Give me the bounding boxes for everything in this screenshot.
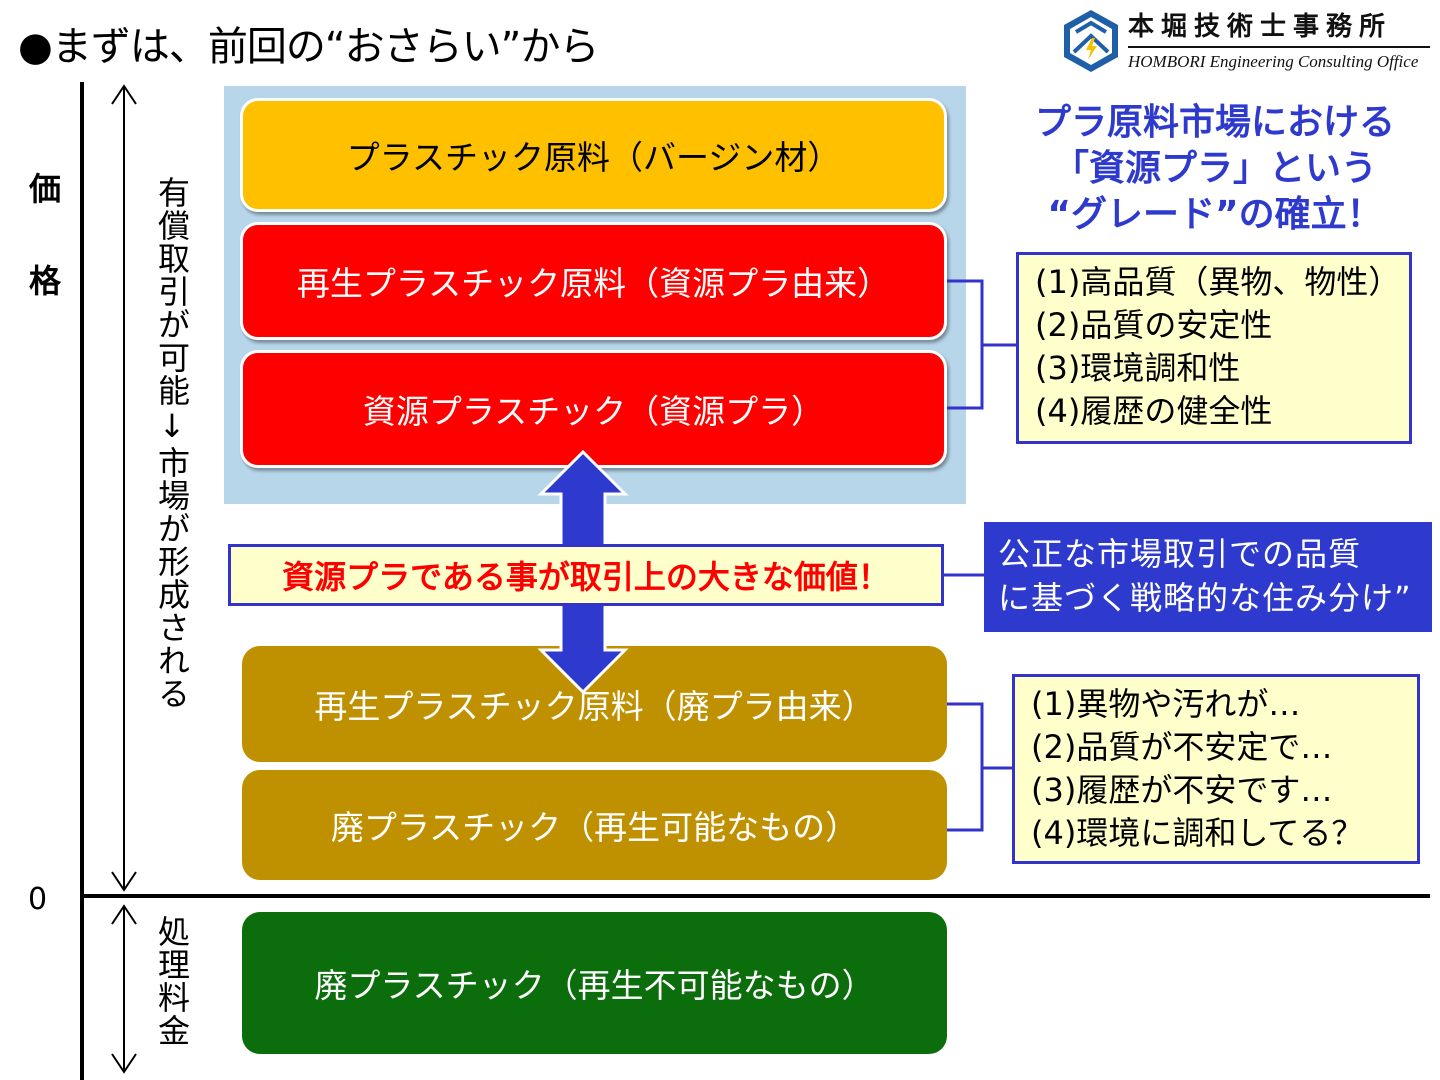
list-item: (2)品質の安定性 bbox=[1035, 306, 1273, 344]
logo-name-ja: 本堀技術士事務所 bbox=[1128, 12, 1393, 42]
zero-baseline bbox=[80, 894, 1430, 898]
waste-nonrecyclable-box: 廃プラスチック（再生不可能なもの） bbox=[242, 912, 947, 1054]
recycled-from-resource-box: 再生プラスチック原料（資源プラ由来） bbox=[240, 222, 947, 340]
grade-heading-line: 「資源プラ」という bbox=[1052, 148, 1377, 189]
grade-heading-line: プラ原料市場における bbox=[1034, 102, 1395, 143]
bad-list-bracket bbox=[947, 702, 1012, 832]
page-title: ●まずは、前回の“おさらい”から bbox=[18, 24, 599, 70]
list-item: (2)品質が不安定で… bbox=[1031, 728, 1333, 766]
list-item: (4)履歴の健全性 bbox=[1035, 392, 1273, 430]
list-item: (3)環境調和性 bbox=[1035, 349, 1241, 387]
logo-name-en: HOMBORI Engineering Consulting Office bbox=[1128, 52, 1419, 71]
paid-range-arrow bbox=[111, 84, 137, 892]
fair-trade-line: 公正な市場取引での品質 bbox=[998, 535, 1362, 573]
price-axis-label: 価格 bbox=[24, 172, 62, 356]
hombori-logo-icon bbox=[1064, 10, 1118, 72]
list-item: (1)高品質（異物、物性） bbox=[1035, 263, 1401, 301]
zero-label: 0 bbox=[28, 882, 48, 917]
disposal-fee-range-label: 処理料金 bbox=[153, 915, 191, 1047]
fee-range-arrow bbox=[111, 904, 137, 1074]
price-axis bbox=[80, 82, 84, 1080]
fair-trade-box: 公正な市場取引での品質 に基づく戦略的な住み分け” bbox=[984, 522, 1432, 632]
list-item: (3)履歴が不安です… bbox=[1031, 771, 1333, 809]
logo-divider bbox=[1128, 46, 1430, 48]
grade-heading-line: “グレード”の確立！ bbox=[1047, 194, 1383, 235]
resource-plastic-box: 資源プラスチック（資源プラ） bbox=[240, 350, 947, 468]
grade-heading: プラ原料市場における 「資源プラ」という “グレード”の確立！ bbox=[1000, 100, 1430, 238]
list-item: (4)環境に調和してる？ bbox=[1031, 814, 1364, 852]
virgin-material-box: プラスチック原料（バージン材） bbox=[240, 98, 947, 212]
good-list-bracket bbox=[947, 279, 1016, 410]
good-qualities-list: (1)高品質（異物、物性） (2)品質の安定性 (3)環境調和性 (4)履歴の健… bbox=[1016, 252, 1412, 444]
waste-recyclable-box: 廃プラスチック（再生可能なもの） bbox=[242, 770, 947, 880]
paid-trade-range-label: 有償取引が可能↓市場が形成される bbox=[153, 176, 191, 710]
value-callout: 資源プラである事が取引上の大きな価値！ bbox=[228, 544, 944, 606]
bad-qualities-list: (1)異物や汚れが… (2)品質が不安定で… (3)履歴が不安です… (4)環境… bbox=[1012, 674, 1420, 864]
list-item: (1)異物や汚れが… bbox=[1031, 685, 1301, 723]
fair-trade-line: に基づく戦略的な住み分け” bbox=[998, 579, 1412, 617]
